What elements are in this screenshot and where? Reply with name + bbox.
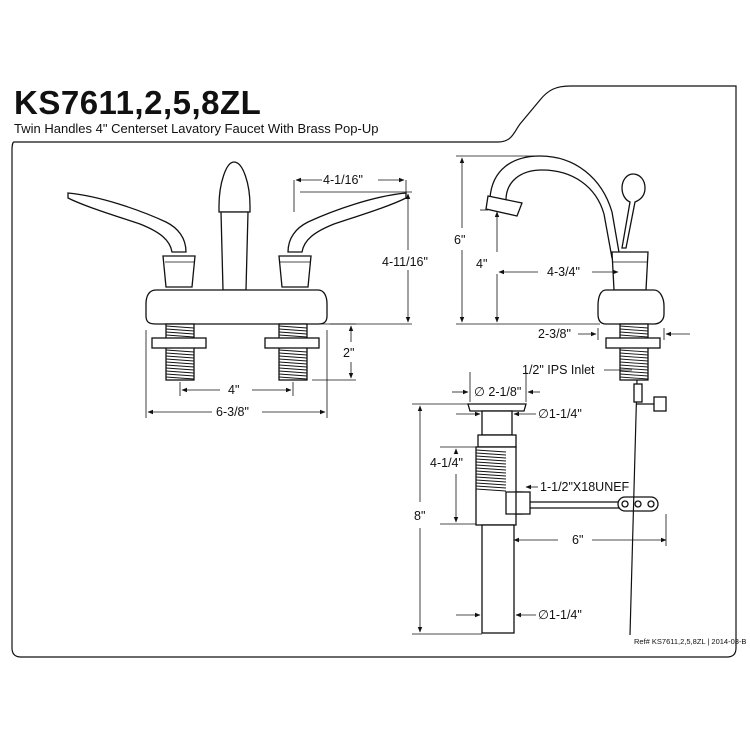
thread-line xyxy=(165,349,195,353)
thread-line xyxy=(475,482,507,486)
thread-line xyxy=(165,328,195,332)
side-view xyxy=(485,155,665,381)
dim-label-spout-reach-front: 4-1/16" xyxy=(323,173,363,187)
dim-label-spout-reach-side: 4-3/4" xyxy=(547,265,580,279)
front-spout xyxy=(218,161,251,213)
thread-line xyxy=(475,449,507,453)
thread-line xyxy=(278,349,308,353)
thread-line xyxy=(278,361,308,365)
side-dimensions xyxy=(456,155,690,371)
dim-label-side-height: 6" xyxy=(454,233,465,247)
thread-line xyxy=(278,331,308,335)
thread-line xyxy=(475,479,507,483)
thread-line xyxy=(475,452,507,456)
thread-line xyxy=(619,373,649,377)
popup-drain-view xyxy=(467,379,667,636)
thread-line xyxy=(619,361,649,365)
drain-stopper xyxy=(481,410,513,436)
dim-label-center-spacing: 4" xyxy=(228,383,239,397)
thread-line xyxy=(165,376,195,380)
pivot-rod xyxy=(530,501,622,509)
dim-label-inlet: 1/2" IPS Inlet xyxy=(522,363,595,377)
dim-label-shank-length: 2" xyxy=(343,346,354,360)
dim-label-spout-height: 4" xyxy=(476,257,487,271)
thread-line xyxy=(619,364,649,368)
thread-line xyxy=(165,334,195,338)
thread-line xyxy=(165,331,195,335)
front-dimensions xyxy=(145,177,412,418)
lift-rod-knob xyxy=(653,396,667,412)
thread-line xyxy=(165,367,195,371)
thread-line xyxy=(278,352,308,356)
thread-line xyxy=(619,370,649,374)
thread-line xyxy=(619,367,649,371)
dim-label-thread-spec: 1-1/2"X18UNEF xyxy=(540,480,630,494)
lift-rod xyxy=(629,379,638,636)
front-base xyxy=(145,289,328,325)
reference-number: Ref# KS7611,2,5,8ZL | 2014-03-B xyxy=(634,637,747,646)
product-description: Twin Handles 4" Centerset Lavatory Fauce… xyxy=(14,121,379,136)
thread-line xyxy=(475,476,507,480)
thread-line xyxy=(278,328,308,332)
thread-line xyxy=(278,367,308,371)
thread-line xyxy=(165,352,195,356)
thread-line xyxy=(278,355,308,359)
dim-label-drain-body-height: 4-1/4" xyxy=(430,456,463,470)
thread-line xyxy=(165,355,195,359)
dim-label-flange-diameter: ∅ 2-1/8" xyxy=(474,385,521,399)
thread-line xyxy=(165,325,195,329)
thread-line xyxy=(475,455,507,459)
thread-line xyxy=(619,349,649,353)
dim-label-base-depth: 2-3/8" xyxy=(538,327,571,341)
thread-line xyxy=(165,358,195,362)
thread-line xyxy=(619,352,649,356)
thread-line xyxy=(278,364,308,368)
thread-line xyxy=(475,467,507,471)
thread-line xyxy=(619,325,649,329)
thread-line xyxy=(619,355,649,359)
thread-line xyxy=(619,331,649,335)
thread-line xyxy=(278,376,308,380)
thread-line xyxy=(475,458,507,462)
dim-label-base-width: 6-3/8" xyxy=(216,405,249,419)
model-title: KS7611,2,5,8ZL xyxy=(14,84,262,121)
drain-tailpiece xyxy=(481,524,515,634)
dim-label-drain-overall-height: 8" xyxy=(414,509,425,523)
dim-label-stopper-diameter: ∅1-1/4" xyxy=(538,407,582,421)
thread-line xyxy=(165,361,195,365)
front-view xyxy=(67,161,407,381)
thread-line xyxy=(278,334,308,338)
thread-line xyxy=(278,358,308,362)
thread-line xyxy=(165,370,195,374)
thread-line xyxy=(475,461,507,465)
right-handle-lever xyxy=(287,192,407,253)
side-handle xyxy=(621,173,646,249)
thread-line xyxy=(165,364,195,368)
drawing-frame xyxy=(11,85,737,658)
thread-line xyxy=(475,470,507,474)
thread-line xyxy=(475,485,507,489)
drain-dimensions xyxy=(412,372,667,635)
thread-line xyxy=(165,373,195,377)
dim-label-lift-rod-length: 6" xyxy=(572,533,583,547)
dim-label-overall-height-front: 4-11/16" xyxy=(382,255,428,269)
dim-label-tailpiece-diameter: ∅1-1/4" xyxy=(538,608,582,622)
thread-line xyxy=(278,370,308,374)
thread-line xyxy=(475,488,507,492)
thread-line xyxy=(619,334,649,338)
thread-line xyxy=(619,358,649,362)
thread-line xyxy=(619,328,649,332)
thread-line xyxy=(278,373,308,377)
thread-line xyxy=(619,376,649,380)
drain-flange xyxy=(467,403,527,412)
thread-line xyxy=(475,464,507,468)
thread-line xyxy=(475,473,507,477)
thread-line xyxy=(278,325,308,329)
left-handle-lever xyxy=(67,192,187,253)
